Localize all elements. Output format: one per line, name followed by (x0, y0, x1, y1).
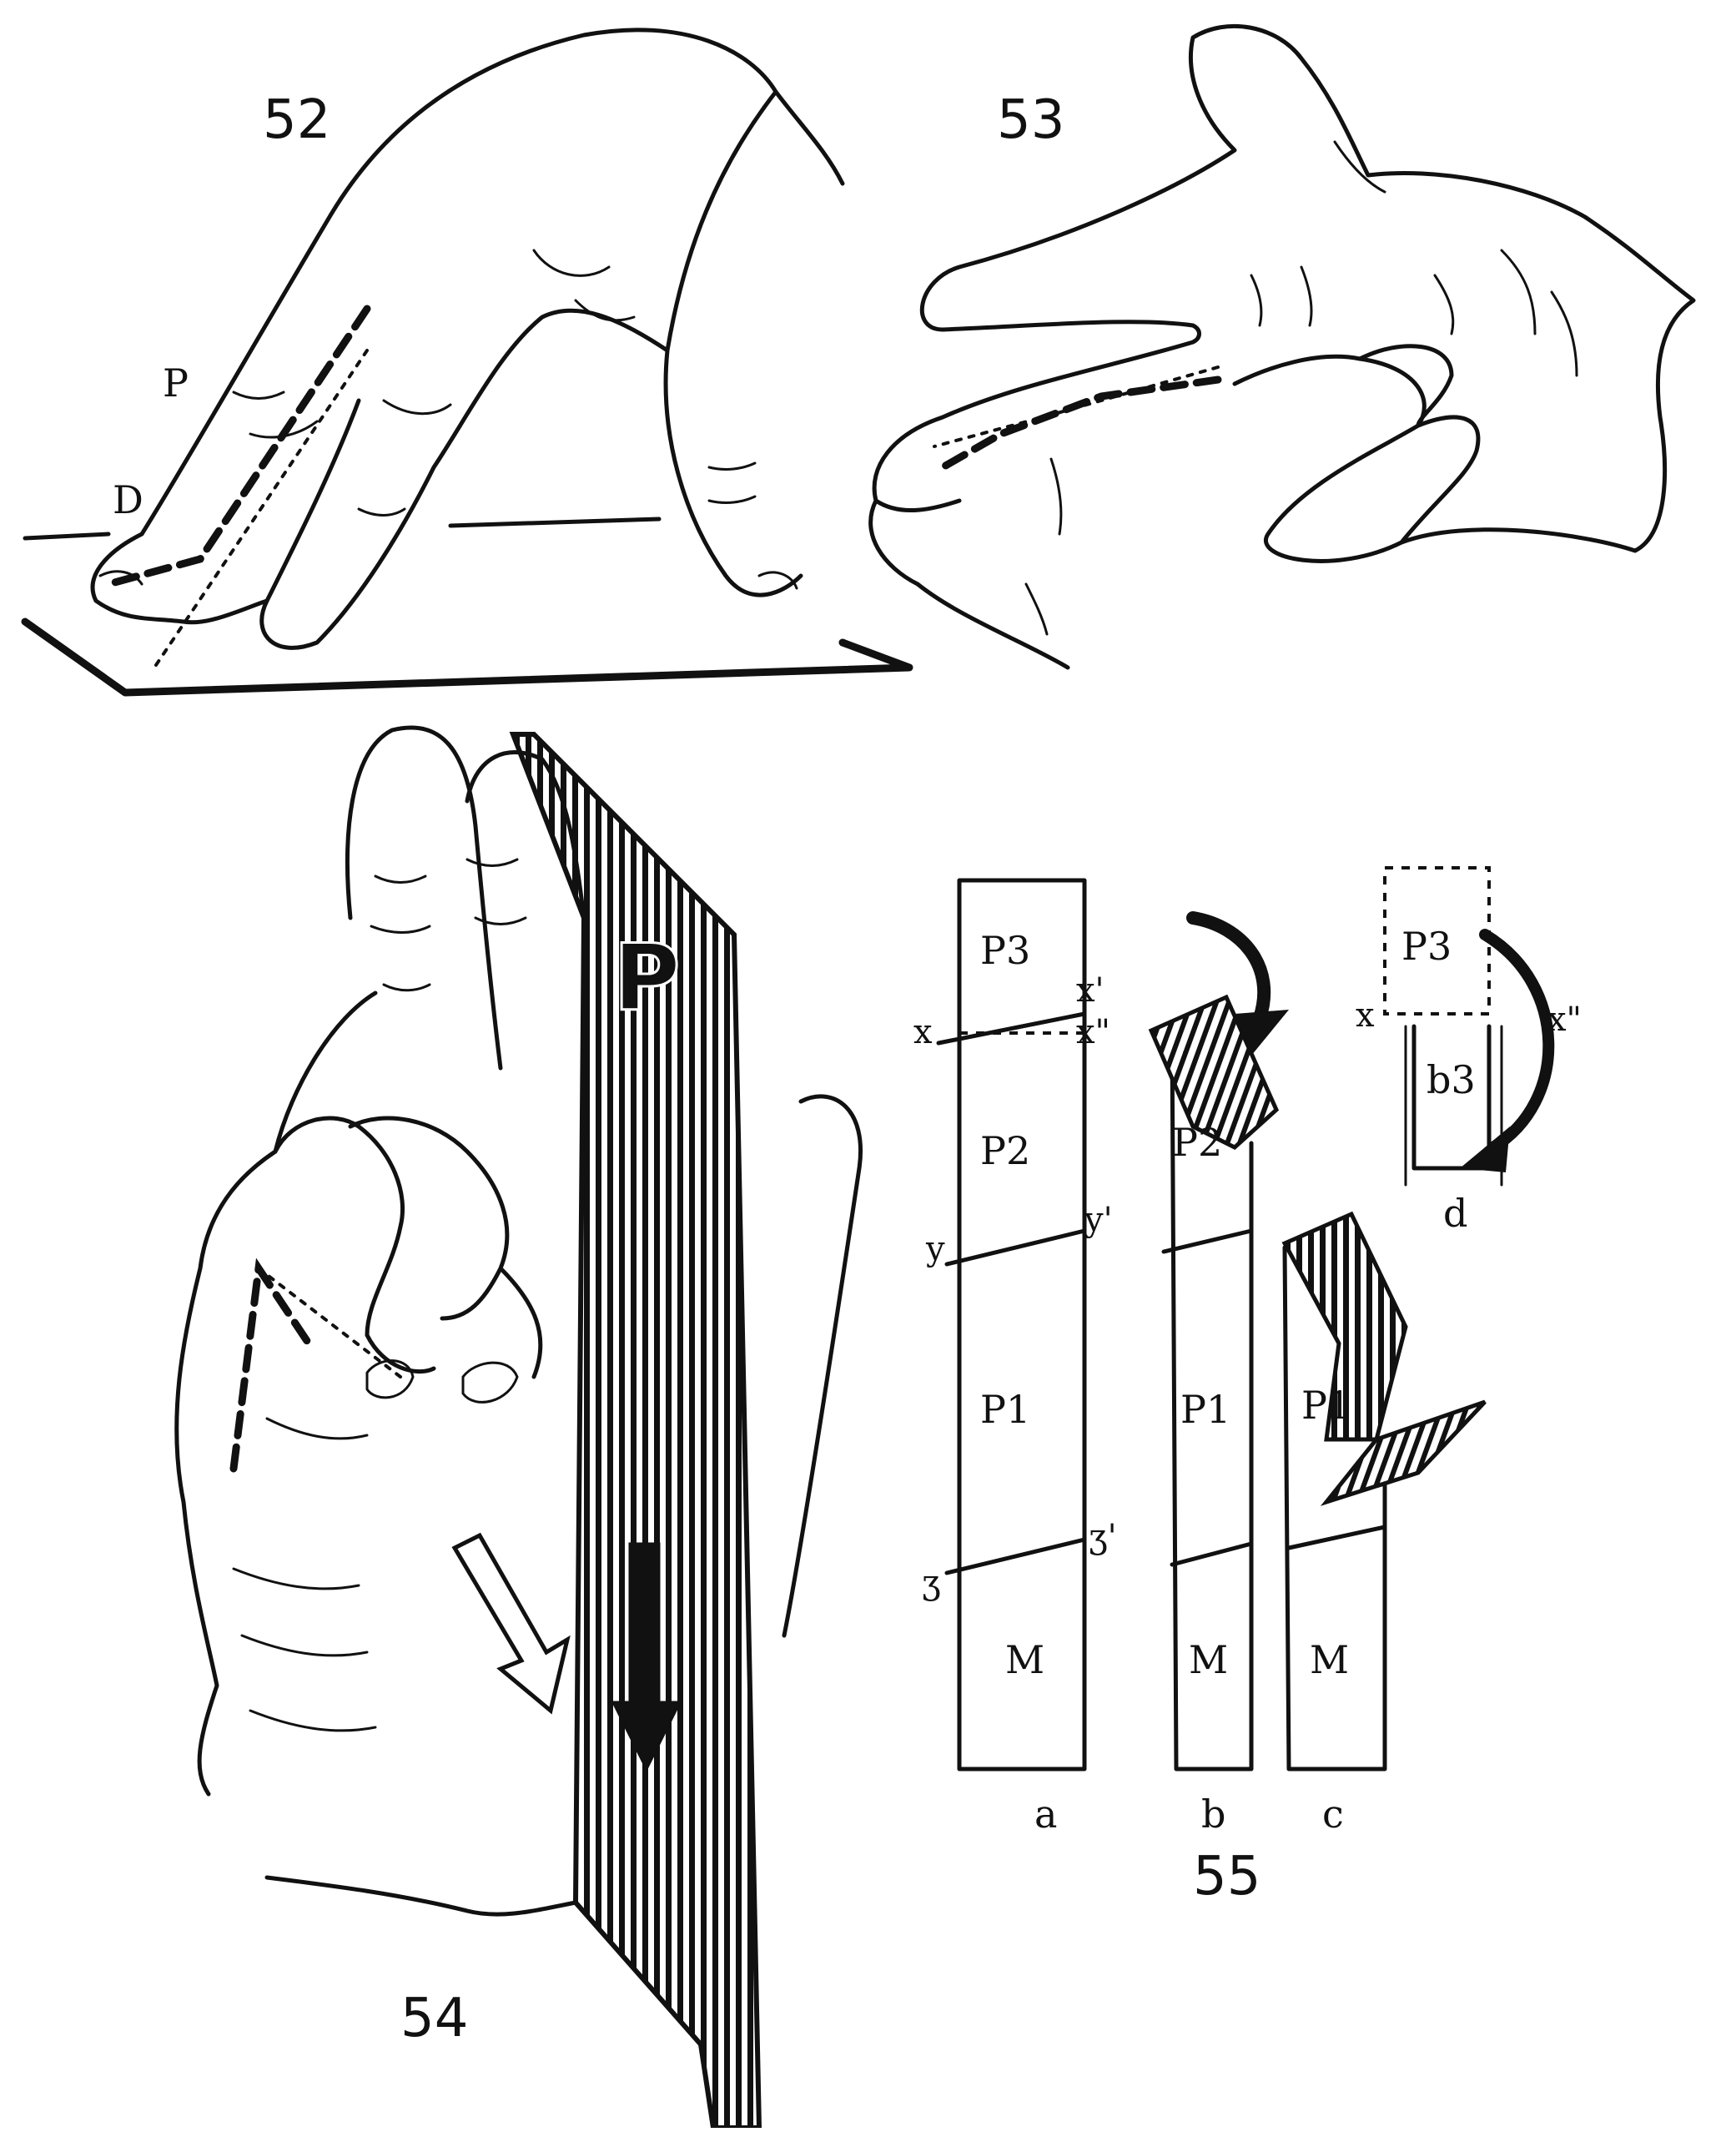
fig55c-caption: c (1322, 1792, 1344, 1837)
fig54-creases (232, 858, 527, 1732)
fig54-open-arrow (451, 1532, 571, 1715)
fig55d-rotation-arrowhead (1460, 1126, 1510, 1172)
fig55-panel-d: P3 b3 x x" d (1356, 866, 1582, 1236)
fig54-folded-fingers (273, 1116, 543, 1379)
fig53-phalanx-axis (938, 375, 1222, 471)
fig55d-b3-box (1411, 1024, 1492, 1171)
fig54-finger-axis (229, 1258, 313, 1473)
fig55b-label-m: M (1189, 1637, 1228, 1682)
fig55a-axis-z (944, 1537, 1087, 1575)
fig53-hand-outline (872, 23, 1696, 563)
fig55b-caption: b (1201, 1792, 1225, 1837)
figure-55: 55 P3 P2 P1 M x x' x" y y' ʒ ʒ' a (913, 866, 1582, 1908)
fig55a-label-x1: x' (1076, 971, 1104, 1010)
fig55c-label-p1: P1 (1301, 1383, 1351, 1428)
fig52-table-surface (21, 617, 913, 697)
fig54-plate-label: P (613, 925, 681, 1031)
fig55d-label-p3: P3 (1401, 924, 1452, 969)
fig55-panel-b: P2 P1 M b (1148, 911, 1289, 1837)
fig55a-label-x: x (913, 1013, 933, 1051)
fig55b-label-p2: P2 (1172, 1120, 1222, 1165)
fig55c-folded-p3 (1320, 1399, 1487, 1506)
fig55a-caption: a (1034, 1792, 1057, 1837)
figure-54: 54 P (174, 725, 863, 2130)
figure-55-number: 55 (1193, 1846, 1260, 1908)
fig53-creases (1024, 140, 1578, 636)
fig52-table-back-edge (23, 517, 662, 541)
fig55d-label-b3: b3 (1427, 1057, 1476, 1102)
fig55c-axis-z (1286, 1525, 1387, 1550)
fig52-fingernail (98, 570, 798, 590)
fig55d-rotation-arrow-curve (1479, 929, 1555, 1153)
fig55a-label-y: y (925, 1230, 945, 1268)
fig52-label-p: P (163, 360, 189, 406)
figure-52-number: 52 (263, 89, 330, 151)
fig54-nails (365, 1359, 519, 1404)
fig53-reference-axis (933, 365, 1220, 448)
fig55b-axis-z (1170, 1541, 1254, 1567)
fig55b-label-p1: P1 (1180, 1387, 1230, 1432)
fig55d-label-x: x (1356, 996, 1375, 1035)
fig55a-bar (957, 878, 1087, 1772)
fig55d-caption: d (1443, 1191, 1467, 1236)
fig55a-label-p3: P3 (980, 928, 1030, 973)
fig53-folded-fingers (868, 344, 1481, 670)
fig52-label-d: D (113, 477, 143, 522)
fig55b-rotation-arrowhead (1235, 1010, 1289, 1056)
fig55-panel-a: P3 P2 P1 M x x' x" y y' ʒ ʒ' a (913, 878, 1117, 1837)
fig55a-label-m: M (1005, 1637, 1044, 1682)
fig55b-rotation-arrow-curve (1186, 911, 1271, 1025)
fig55d-dashed-p3 (1383, 866, 1491, 1016)
fig55a-axis-y (944, 1228, 1087, 1267)
fig54-reference-axis (257, 1267, 402, 1378)
fig55c-label-m: M (1310, 1637, 1349, 1682)
fig55a-label-x2: x" (1076, 1013, 1110, 1051)
fig52-hand-outline (90, 28, 845, 650)
figure-54-number: 54 (400, 1988, 468, 2049)
fig52-phalanx-axis (104, 305, 371, 588)
fig55b-axis-y (1161, 1228, 1254, 1254)
figure-53-number: 53 (997, 89, 1064, 151)
figure-53: 53 (868, 23, 1696, 670)
fig52-reference-axis (153, 349, 369, 669)
fig54-solid-arrow (611, 1542, 682, 1772)
fig55-panel-c: P1 M c (1281, 1211, 1487, 1837)
fig55a-label-z1: ʒ' (1089, 1518, 1117, 1556)
fig55a-label-z: ʒ (922, 1564, 941, 1602)
fig55d-label-x2: x" (1547, 1000, 1582, 1039)
fig55a-label-p1: P1 (980, 1387, 1030, 1432)
fig55b-folded-p3 (1148, 994, 1280, 1150)
fig55c-bar (1282, 1245, 1387, 1772)
fig55a-label-p2: P2 (980, 1128, 1030, 1173)
fig54-hand-outline (174, 725, 863, 1917)
fig55a-axis-x (936, 1011, 1087, 1046)
fig55a-label-y1: y' (1084, 1201, 1113, 1239)
figure-52: 52 P D (21, 28, 913, 697)
